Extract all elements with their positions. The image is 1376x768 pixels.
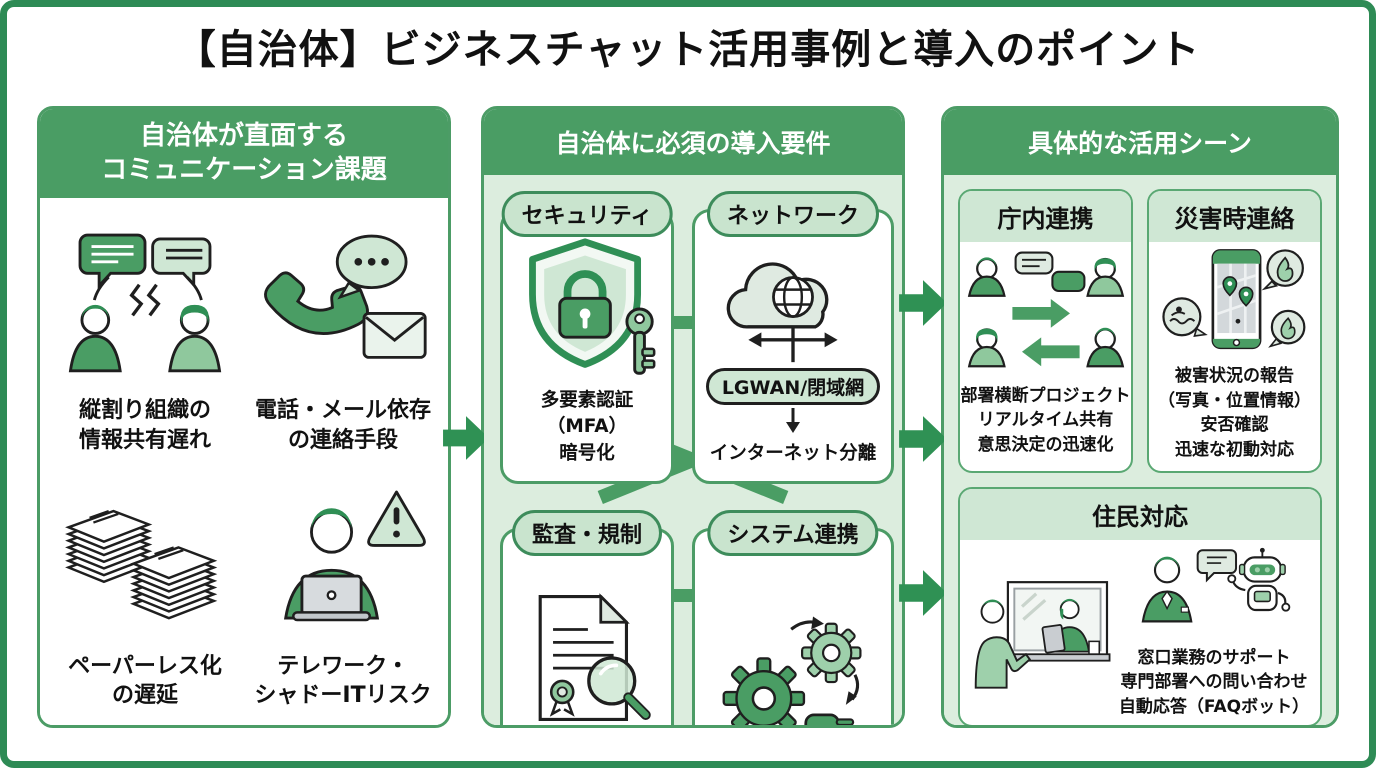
- gears-plug-icon: [722, 616, 862, 725]
- use-case-title: 災害時連絡: [1149, 191, 1320, 242]
- requirement-tag: システム連携: [707, 509, 879, 556]
- use-case-title: 住民対応: [960, 488, 1320, 540]
- phone-mail-icon: [257, 206, 429, 396]
- staff-robot-icon: [1141, 547, 1291, 623]
- panel-challenges-body: 縦割り組織の 情報共有遅れ: [40, 197, 448, 725]
- service-counter-icon: [974, 580, 1111, 689]
- challenge-label: 縦割り組織の 情報共有遅れ: [78, 397, 211, 453]
- requirement-card-network: ネットワーク LGWAN/閉域網 インターネット分離: [692, 191, 894, 484]
- use-case-top-row: 庁内連携: [958, 189, 1322, 473]
- challenge-item-silo: 縦割り組織の 情報共有遅れ: [46, 206, 244, 456]
- shield-lock-key-icon: [529, 238, 656, 375]
- team-chat-icon: [967, 251, 1124, 368]
- requirement-card-security: セキュリティ 多要素認証（MFA） 暗号化: [500, 191, 674, 484]
- disaster-phone-icon: [1161, 249, 1305, 350]
- residents-right-group: 窓口業務のサポート 専門部署への問い合わせ 自動応答（FAQボット）: [1116, 546, 1312, 720]
- lgwan-pill: LGWAN/閉域網: [705, 367, 881, 405]
- challenge-label: ペーパーレス化 の遅延: [68, 653, 222, 709]
- challenge-item-paperless: ペーパーレス化 の遅延: [46, 461, 244, 711]
- use-case-title: 庁内連携: [960, 191, 1131, 242]
- flow-arrow-middle-to-right-icon: [899, 416, 947, 462]
- requirement-card-audit: 監査・規制 監査ログ保存 ガイドライン準拠: [500, 509, 674, 725]
- panel-challenges-header: 自治体が直面する コミュニケーション課題: [40, 109, 448, 198]
- panel-challenges: 自治体が直面する コミュニケーション課題: [37, 106, 451, 728]
- silo-communication-icon: [59, 206, 231, 396]
- flow-arrow-middle-to-right-icon: [899, 280, 947, 326]
- requirement-card-integration: システム連携: [692, 509, 894, 725]
- requirement-tag: セキュリティ: [501, 191, 673, 237]
- requirement-lines: 多要素認証（MFA） 暗号化: [540, 390, 634, 464]
- flow-gap-left: [443, 106, 489, 728]
- down-arrow-icon: [786, 407, 800, 433]
- use-case-lines: 部署横断プロジェクト リアルタイム共有 意思決定の迅速化: [960, 385, 1131, 456]
- panel-requirements-header: 自治体に必須の導入要件: [484, 109, 902, 175]
- audit-document-icon: [538, 593, 651, 722]
- challenge-item-phone-mail: 電話・メール依存 の連絡手段: [244, 206, 442, 456]
- panel-requirements: 自治体に必須の導入要件 セキュリティ: [481, 106, 905, 728]
- panel-requirements-body: セキュリティ 多要素認証（MFA） 暗号化: [484, 175, 902, 725]
- telework-risk-icon: [257, 461, 429, 651]
- requirement-tag: 監査・規制: [511, 509, 663, 556]
- use-case-lines: 被害状況の報告 （写真・位置情報） 安否確認 迅速な初動対応: [1158, 366, 1311, 460]
- panel-use-cases-header: 具体的な活用シーン: [944, 109, 1336, 175]
- use-case-lines: 窓口業務のサポート 専門部署への問い合わせ 自動応答（FAQボット）: [1118, 647, 1310, 717]
- panel-use-cases-body: 庁内連携: [944, 175, 1336, 725]
- flow-arrow-middle-to-right-icon: [899, 570, 947, 616]
- requirement-tag: ネットワーク: [706, 191, 880, 237]
- cloud-globe-icon: [726, 261, 838, 362]
- challenge-item-telework: テレワーク・ シャドーITリスク: [244, 461, 442, 711]
- page-title: 【自治体】ビジネスチャット活用事例と導入のポイント: [175, 27, 1201, 73]
- panel-use-cases: 具体的な活用シーン 庁内連携: [941, 106, 1339, 728]
- use-case-card-residents: 住民対応: [958, 486, 1322, 725]
- challenge-label: 電話・メール依存 の連絡手段: [254, 397, 431, 453]
- use-case-card-disaster: 災害時連絡: [1147, 189, 1322, 473]
- use-case-card-internal: 庁内連携: [958, 189, 1133, 473]
- flow-gap-right: [899, 106, 947, 728]
- challenge-label: テレワーク・ シャドーITリスク: [254, 653, 432, 709]
- paper-stack-icon: [59, 461, 231, 651]
- requirement-lines: インターネット分離: [709, 442, 877, 464]
- board: 自治体が直面する コミュニケーション課題: [37, 106, 1339, 728]
- flow-arrow-left-to-middle-icon: [443, 416, 489, 460]
